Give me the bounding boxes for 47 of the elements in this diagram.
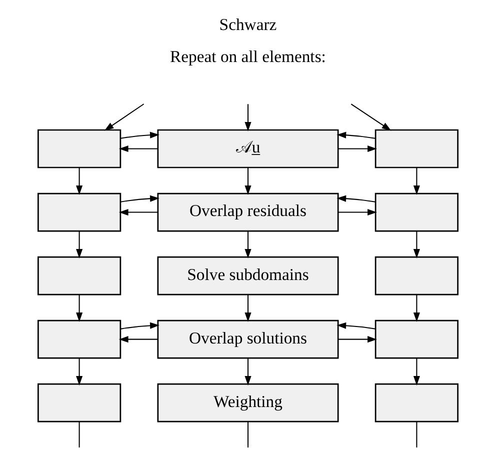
arrow — [76, 294, 83, 322]
label: Repeat on all elements: — [170, 47, 326, 66]
node-box — [37, 256, 122, 296]
arrow — [76, 358, 83, 386]
arrow — [118, 145, 158, 152]
node-box — [37, 129, 122, 168]
node-box — [37, 320, 122, 359]
arrow — [350, 104, 392, 131]
arrow — [413, 358, 420, 386]
arrow — [244, 104, 252, 132]
node-box — [374, 383, 459, 422]
node-box: Solve subdomains — [157, 256, 339, 296]
arrow — [120, 195, 160, 202]
arrow — [120, 132, 160, 139]
arrow — [76, 168, 83, 195]
node-box — [37, 383, 122, 422]
arrow — [244, 168, 252, 195]
arrow — [118, 209, 158, 216]
arrow — [336, 195, 376, 202]
arrow — [244, 358, 252, 386]
arrow — [336, 132, 376, 139]
node-box — [374, 192, 459, 232]
connector — [416, 422, 418, 448]
arrow — [338, 336, 377, 343]
arrow — [336, 322, 376, 330]
node-box: Overlap residuals — [157, 192, 339, 232]
diagram-title: Schwarz — [219, 14, 277, 34]
arrow — [120, 322, 160, 330]
node-box: Weighting — [157, 383, 339, 422]
arrow — [413, 294, 420, 322]
connector — [247, 422, 249, 448]
node-box: 𝒜u̲ — [157, 129, 339, 168]
arrow — [244, 231, 252, 258]
arrow — [244, 294, 252, 322]
arrow — [413, 231, 420, 258]
arrow — [118, 336, 158, 343]
arrow — [104, 104, 144, 131]
connector — [78, 422, 80, 448]
node-box — [374, 320, 459, 359]
arrow — [338, 145, 377, 152]
node-box — [374, 256, 459, 296]
arrow — [338, 209, 377, 216]
arrow — [76, 231, 83, 258]
node-box: Overlap solutions — [157, 320, 339, 359]
node-box — [374, 129, 459, 168]
node-box — [37, 192, 122, 232]
arrow — [413, 168, 420, 195]
